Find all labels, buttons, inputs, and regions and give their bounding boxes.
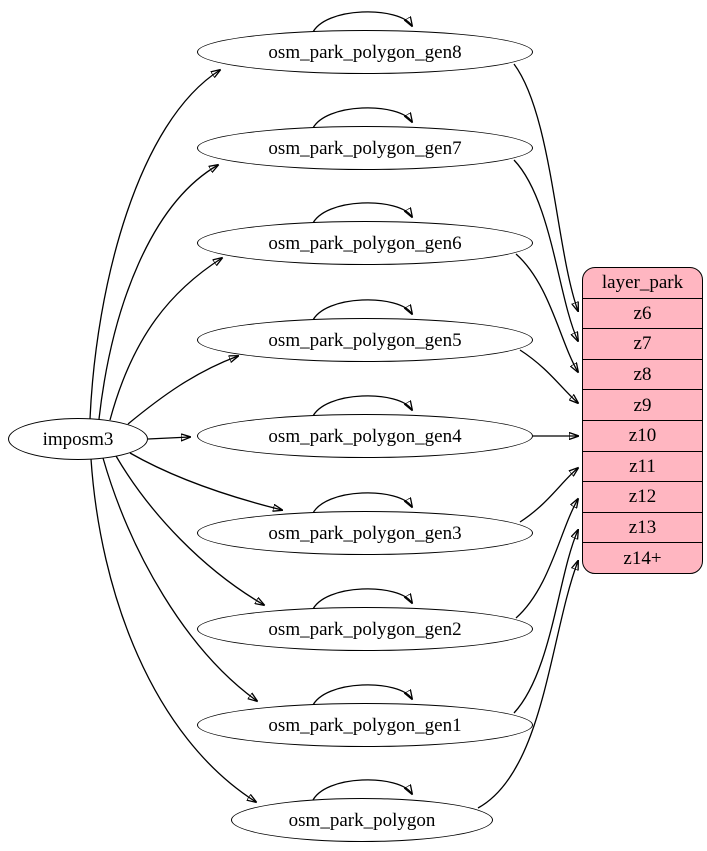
node-osm-park-polygon-gen1: osm_park_polygon_gen1	[197, 703, 533, 747]
edge-imposm3-gen3	[129, 452, 282, 510]
edge-imposm3-gen6	[109, 258, 222, 421]
zoom-row-z7: z7	[583, 328, 702, 359]
edge-imposm3-gen5	[127, 356, 238, 425]
edge-gen1-z13	[513, 530, 578, 714]
node-osm-park-polygon-gen5: osm_park_polygon_gen5	[197, 318, 533, 362]
edge-imposm3-osm-park-polygon	[90, 458, 256, 802]
node-osm-park-polygon-gen6: osm_park_polygon_gen6	[197, 221, 533, 265]
selfloop-gen3	[311, 492, 412, 516]
edge-gen6-z8	[515, 253, 578, 372]
zoom-row-z9: z9	[583, 389, 702, 420]
node-osm-park-polygon-gen4: osm_park_polygon_gen4	[197, 414, 533, 458]
edge-imposm3-gen1	[102, 457, 257, 701]
selfloop-gen4	[311, 395, 412, 419]
node-osm-park-polygon-gen8: osm_park_polygon_gen8	[197, 30, 533, 74]
zoom-row-z10: z10	[583, 419, 702, 451]
zoom-row-z8: z8	[583, 358, 702, 390]
node-imposm3: imposm3	[8, 418, 148, 460]
layer-park-table: layer_park z6 z7 z8 z9 z10 z11 z12 z13 z…	[582, 267, 703, 574]
selfloop-gen6	[311, 202, 412, 226]
selfloop-gen2	[311, 588, 412, 612]
edge-gen8-z6	[513, 63, 578, 311]
edge-imposm3-gen2	[115, 455, 264, 605]
edge-gen3-z11	[519, 468, 578, 523]
edge-imposm3-gen4	[147, 437, 190, 439]
zoom-row-z12: z12	[583, 481, 702, 512]
zoom-row-z14plus: z14+	[583, 542, 702, 573]
zoom-row-z13: z13	[583, 511, 702, 543]
selfloop-gen8	[311, 11, 412, 35]
edge-gen5-z9	[519, 349, 578, 403]
zoom-row-z6: z6	[583, 297, 702, 329]
edge-imposm3-gen7	[98, 165, 218, 420]
node-osm-park-polygon-gen7: osm_park_polygon_gen7	[197, 126, 533, 170]
selfloop-gen1	[311, 684, 412, 708]
layer-park-title: layer_park	[601, 272, 684, 294]
selfloop-gen7	[311, 107, 412, 131]
edge-imposm3-gen8	[89, 70, 220, 420]
node-osm-park-polygon: osm_park_polygon	[231, 798, 493, 842]
edge-gen7-z7	[513, 159, 578, 341]
selfloop-osm-park-polygon	[311, 779, 412, 803]
edge-gen2-z12	[515, 499, 578, 619]
node-osm-park-polygon-gen3: osm_park_polygon_gen3	[197, 511, 533, 555]
selfloop-gen5	[311, 299, 412, 323]
zoom-row-z11: z11	[583, 450, 702, 482]
edge-osm-park-polygon-z14	[477, 561, 578, 809]
node-osm-park-polygon-gen2: osm_park_polygon_gen2	[197, 607, 533, 651]
